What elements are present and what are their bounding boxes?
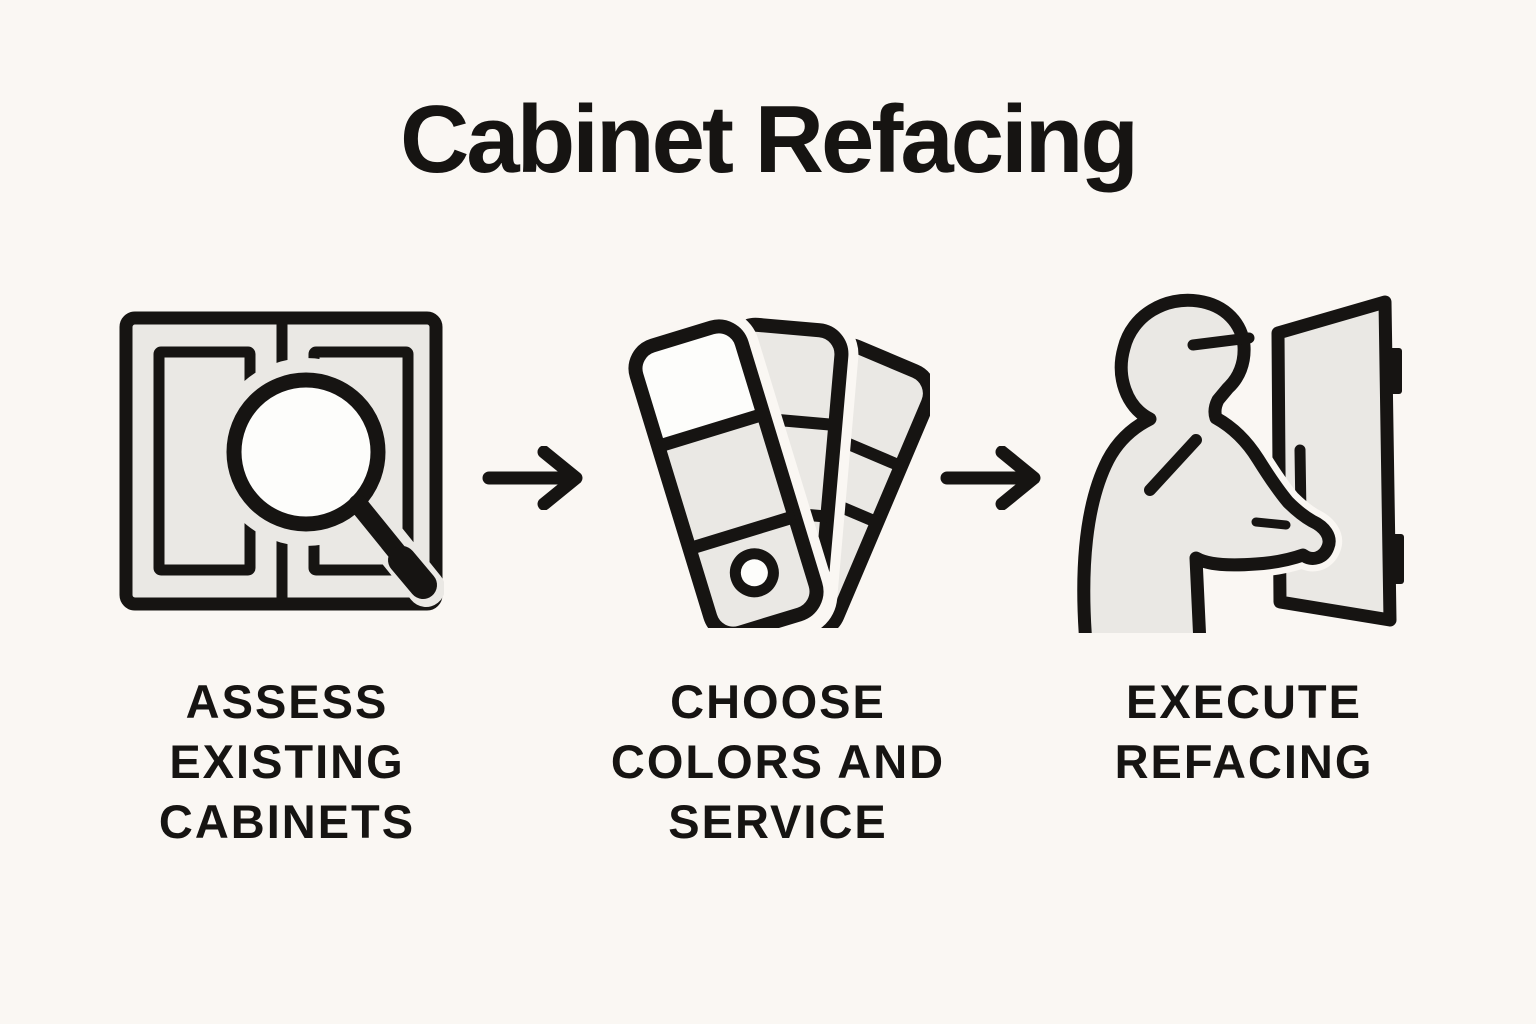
install-door-icon	[1072, 288, 1404, 633]
fingers-line	[1251, 517, 1291, 530]
cap-brim-line	[1187, 332, 1255, 351]
hinge-bottom	[1388, 534, 1404, 584]
right-arrow-icon	[482, 446, 583, 510]
page-title: Cabinet Refacing	[399, 86, 1139, 193]
step-label-assess: ASSESS EXISTING CABINETS	[158, 675, 416, 848]
color-swatches-icon	[626, 307, 930, 628]
right-arrow-icon	[940, 446, 1041, 510]
step-label-execute: EXECUTE REFACING	[1114, 675, 1374, 788]
cabinet-inspect-icon	[119, 311, 444, 611]
hinge-top	[1386, 348, 1402, 394]
step-label-choose: CHOOSE COLORS AND SERVICE	[610, 675, 946, 848]
sleeve-line	[1144, 434, 1202, 496]
